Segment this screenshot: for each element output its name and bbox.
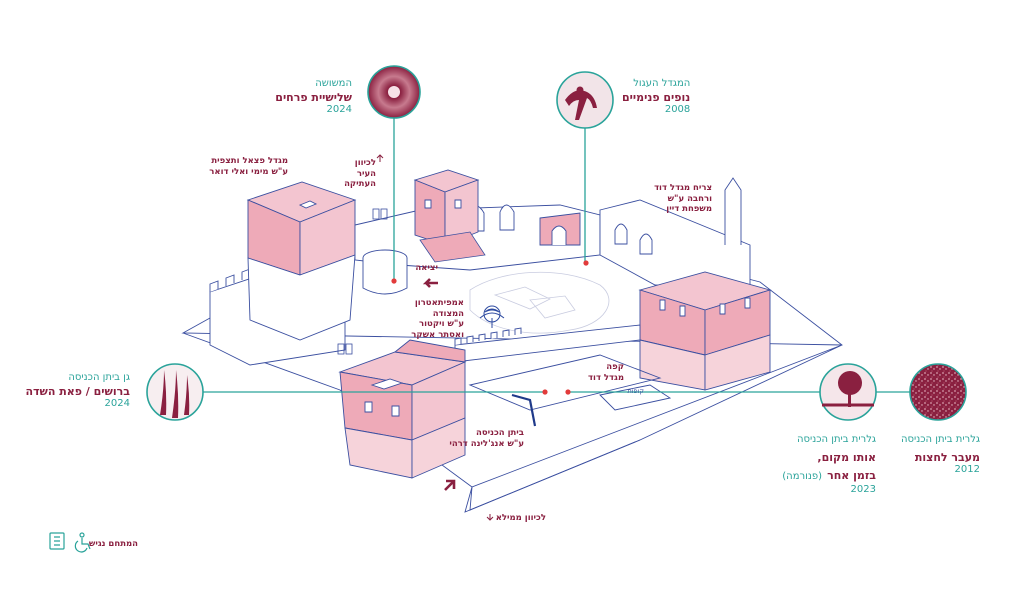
entrance-pavilion-label: ביתן הכניסה ע"ש אנג'לינה דרהי: [449, 428, 524, 449]
round-tower: [362, 249, 408, 295]
exhibit-location-dots: [391, 260, 589, 395]
flower-thumbnail[interactable]: [367, 65, 421, 119]
exhibit-tilted-tower-title: נופים פנימיים: [622, 90, 691, 104]
cypress-thumbnail[interactable]: [146, 363, 204, 421]
exhibit-garden-year: 2024: [104, 398, 130, 410]
exhibit-gallery-passage-year: 2012: [954, 464, 980, 476]
exhibit-gallery-place-title-2: בזמן אחר: [827, 469, 876, 483]
exhibit-triangle-label[interactable]: המשושה שלישיית פרחים 2024: [275, 78, 352, 117]
exhibit-garden-caption: גן ביתן הכניסה: [68, 372, 130, 383]
tickets-label: קופות: [627, 387, 645, 395]
exhibit-triangle-caption: המשושה: [315, 78, 352, 89]
phasael-tower: [246, 181, 357, 341]
east-building: [638, 271, 772, 391]
phasael-tower-label: מגדל פצאל ותצפית ע"ש מימי ואלי דואר: [209, 156, 288, 177]
courtyard: [469, 271, 610, 334]
tree-thumbnail[interactable]: [819, 363, 877, 421]
exhibit-triangle-title: שלישיית פרחים: [275, 90, 352, 104]
legend-accessibility-icons: [49, 532, 91, 553]
exhibit-tilted-tower-caption: המגדל העגול: [633, 78, 691, 89]
north-tower: [413, 169, 480, 246]
old-city-direction-label[interactable]: לכיוון העיר העתיקה: [344, 158, 376, 190]
exhibit-gallery-place-suffix: (פנורמה): [782, 471, 823, 483]
texture-thumbnail[interactable]: [909, 363, 967, 421]
exhibit-leader-lines: [203, 118, 910, 393]
figure-sculpture-thumbnail[interactable]: [556, 71, 614, 129]
map-accessibility-icons: [337, 208, 388, 355]
david-tower-label: צריח מגדל דוד ורחבה ע"ש משפחת דיין: [654, 183, 712, 215]
exhibit-triangle-year: 2024: [326, 104, 352, 116]
legend-accessibility-label: המתחם נגיש: [88, 539, 138, 549]
entrance-pavilion: [338, 339, 467, 479]
north-gate-arch: [539, 212, 581, 246]
exhibit-gallery-passage-title: מעבר לחצות: [914, 450, 980, 464]
exit-label[interactable]: יציאה: [415, 263, 438, 273]
exhibit-gallery-place-label[interactable]: גלרית ביתן הכניסה אותו מקום, בזמן אחר (פ…: [782, 434, 876, 497]
mamilla-arrow-icon: [486, 514, 494, 521]
mamilla-direction-label[interactable]: לכיוון ממילא: [495, 513, 546, 523]
old-city-arrow-icon: [376, 154, 384, 162]
amphitheater-label: אמפיתאטרון המצודה ע"ש ויקטור ואסתר אשקר: [411, 298, 464, 340]
exhibit-tilted-tower-year: 2008: [664, 104, 691, 116]
exhibit-garden-label[interactable]: גן ביתן הכניסה ברושים / פאת השדה 2024: [25, 372, 130, 411]
entrance-arrow-icon[interactable]: [444, 479, 456, 491]
olive-tree-icon: [479, 305, 505, 328]
exit-arrow-icon[interactable]: [422, 278, 438, 288]
exhibit-gallery-place-title-1: אותו מקום,: [817, 450, 876, 464]
cafe-label: קפה מגדל דוד: [588, 362, 624, 383]
entrance-path: [468, 354, 672, 427]
exhibit-gallery-passage-caption: גלרית ביתן הכניסה: [900, 434, 980, 445]
exhibit-gallery-place-year: 2023: [850, 484, 876, 496]
exhibit-gallery-passage-label[interactable]: גלרית ביתן הכניסה מעבר לחצות 2012: [901, 434, 980, 477]
exhibit-tilted-tower-label[interactable]: המגדל העגול נופים פנימיים 2008: [622, 78, 690, 117]
exhibit-garden-title: ברושים / פאת השדה: [25, 384, 130, 398]
south-wall: [454, 324, 641, 363]
exhibit-gallery-place-caption: גלרית ביתן הכניסה: [796, 434, 876, 445]
stair-ramp: [419, 231, 486, 263]
